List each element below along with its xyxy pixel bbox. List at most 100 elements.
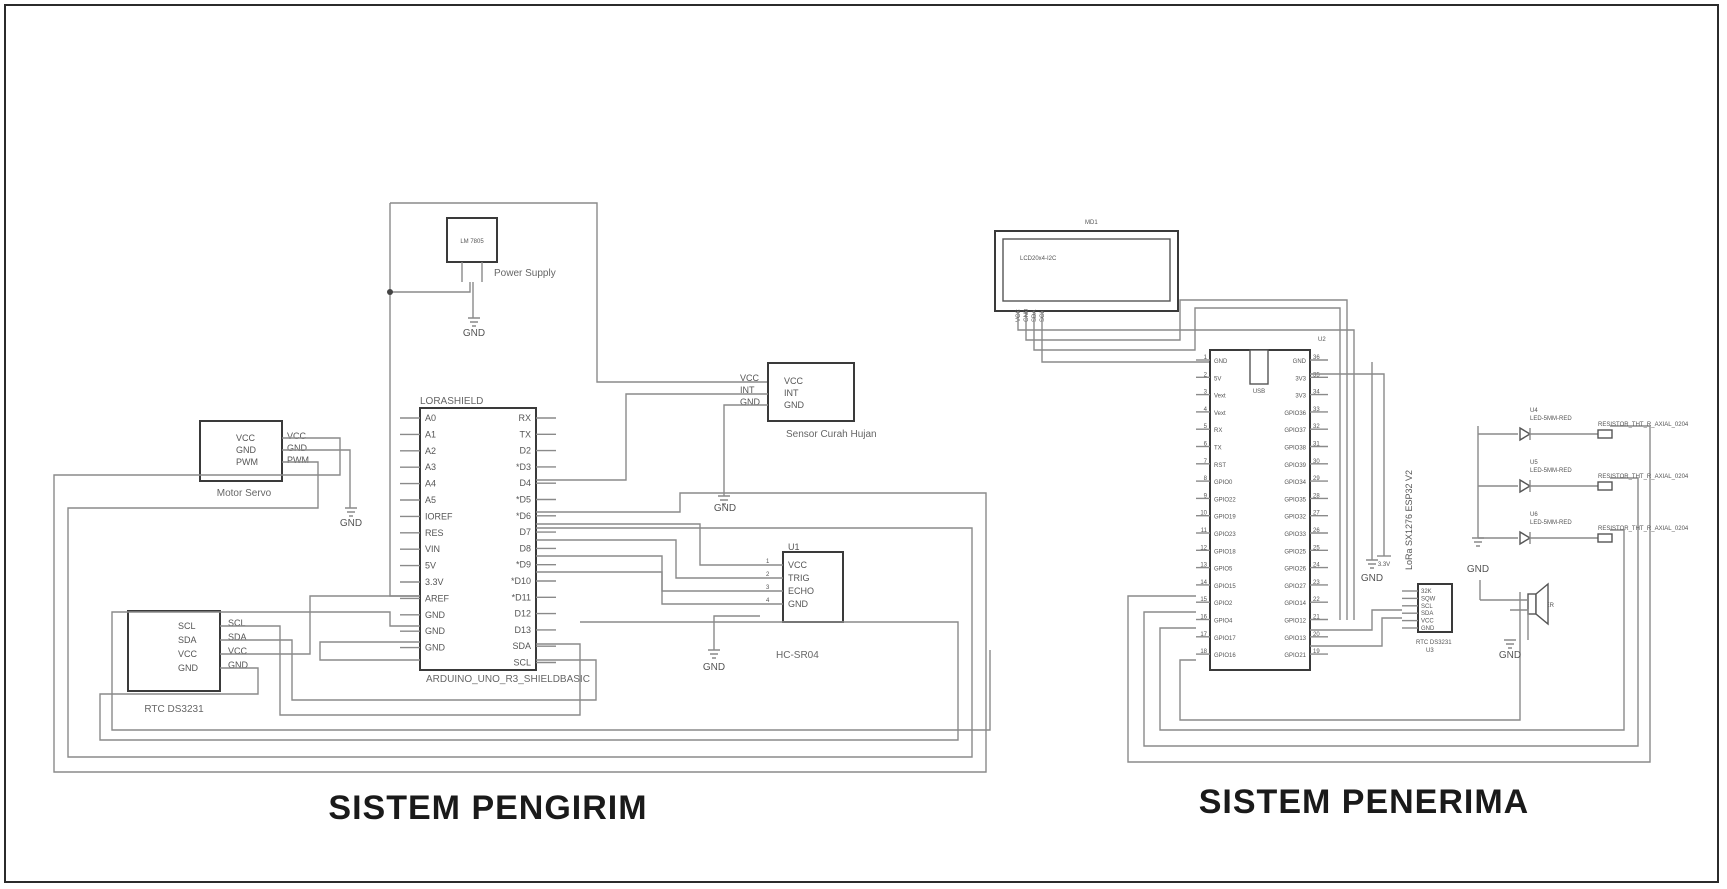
mcu-left-pin: GPIO2 bbox=[1214, 601, 1233, 607]
shield-right-pin: D7 bbox=[519, 527, 531, 537]
shield-right-pin: *D11 bbox=[512, 592, 531, 602]
mcu-right-pin-number: 29 bbox=[1313, 476, 1320, 482]
mcu-left-pin-number: 6 bbox=[1204, 442, 1208, 448]
mcu-left-pin-number: 2 bbox=[1204, 372, 1208, 378]
mcu-right-pin-number: 33 bbox=[1313, 407, 1320, 413]
mcu-right-pin-number: 35 bbox=[1313, 372, 1320, 378]
resistor-icon bbox=[1597, 533, 1613, 543]
mcu-left-pin-number: 1 bbox=[1204, 355, 1208, 361]
led-group: GND U4LED-5MM-REDRESISTOR_THT_R_AXIAL_02… bbox=[1467, 408, 1689, 575]
mcu-left-pin: RX bbox=[1214, 428, 1222, 434]
buzzer: U9 BUZZER GND bbox=[1479, 580, 1555, 661]
mcu-left-pin-number: 15 bbox=[1200, 597, 1207, 603]
v33-label: 3.3V bbox=[1378, 562, 1390, 568]
shield-right-pin: *D9 bbox=[516, 560, 531, 570]
mcu-right-pin: GPIO35 bbox=[1284, 497, 1306, 503]
mcu-left-pin-number: 9 bbox=[1204, 493, 1208, 499]
power-supply: LM 7805 Power Supply GND bbox=[446, 217, 556, 339]
shield-right-pin: D13 bbox=[514, 625, 531, 635]
rtc-wire-label: SCL bbox=[228, 618, 246, 628]
rain-sensor-label: Sensor Curah Hujan bbox=[786, 429, 877, 440]
mcu-left-pin-number: 16 bbox=[1200, 615, 1207, 621]
hc-pin: ECHO bbox=[788, 586, 814, 596]
mcu-right-pin: GPIO38 bbox=[1284, 446, 1306, 452]
diagram-frame bbox=[4, 4, 1719, 883]
shield-footer: ARDUINO_UNO_R3_SHIELDBASIC bbox=[426, 674, 590, 685]
rain-pin: GND bbox=[784, 400, 805, 410]
mcu-left-pin: GND bbox=[1214, 359, 1228, 365]
led-ref: U6 bbox=[1530, 512, 1538, 518]
title-receiver: SISTEM PENERIMA bbox=[1199, 783, 1529, 821]
mcu-left-pin: GPIO18 bbox=[1214, 549, 1236, 555]
shield-right-pin: TX bbox=[519, 429, 531, 439]
led-icon bbox=[1519, 426, 1532, 442]
mcu-right-pin-number: 26 bbox=[1313, 528, 1320, 534]
rtc-wire-label: GND bbox=[228, 660, 249, 670]
shield-left-pin: GND bbox=[425, 626, 446, 636]
lcd-label: LCD20x4-I2C bbox=[1020, 256, 1057, 262]
hc-pin-number: 3 bbox=[766, 585, 770, 591]
mcu-left-pin-number: 4 bbox=[1204, 407, 1208, 413]
mcu-right-pin: GPIO36 bbox=[1284, 411, 1306, 417]
mcu-left-pin-number: 14 bbox=[1200, 580, 1207, 586]
shield-left-pin: A2 bbox=[425, 446, 436, 456]
mcu-right-pin: GPIO26 bbox=[1284, 567, 1306, 573]
mcu-right-pin-number: 20 bbox=[1313, 632, 1320, 638]
mcu-left-pin-number: 8 bbox=[1204, 476, 1208, 482]
mcu-right-pin: GPIO34 bbox=[1284, 480, 1306, 486]
hc-ref: U1 bbox=[788, 542, 800, 552]
mcu-right-pin-number: 25 bbox=[1313, 545, 1320, 551]
lcd-pin: VCC bbox=[1016, 309, 1022, 322]
rrtc-pin: GND bbox=[1421, 626, 1435, 632]
rtc-pin: SDA bbox=[178, 635, 197, 645]
mcu-right-pin: GPIO21 bbox=[1284, 653, 1306, 659]
shield-right-pin: SCL bbox=[513, 658, 531, 668]
lcd-ref: MD1 bbox=[1085, 220, 1098, 226]
shield-left-pin: GND bbox=[425, 643, 446, 653]
rrtc-pin: 32K bbox=[1421, 589, 1432, 595]
mcu-left-pin-number: 13 bbox=[1200, 563, 1207, 569]
mcu-left-pin-number: 12 bbox=[1200, 545, 1207, 551]
hc-pin-number: 2 bbox=[766, 572, 770, 578]
shield-left-pin: RES bbox=[425, 528, 444, 538]
led-label: LED-5MM-RED bbox=[1530, 416, 1572, 422]
led-label: LED-5MM-RED bbox=[1530, 520, 1572, 526]
shield-right-pin: *D6 bbox=[516, 511, 531, 521]
mcu-right-pin-number: 27 bbox=[1313, 511, 1320, 517]
shield-left-pin: A1 bbox=[425, 429, 436, 439]
power-supply-label: Power Supply bbox=[494, 268, 556, 279]
rain-pin: VCC bbox=[784, 376, 804, 386]
mcu-right-pin-number: 21 bbox=[1313, 615, 1320, 621]
mcu-left-pin: RST bbox=[1214, 463, 1226, 469]
hc-gnd-label: GND bbox=[703, 662, 725, 673]
mcu-right-pin-number: 24 bbox=[1313, 563, 1320, 569]
mcu-left-pin-number: 5 bbox=[1204, 424, 1208, 430]
mcu-left-pin: GPIO19 bbox=[1214, 515, 1236, 521]
shield-right-pin: *D5 bbox=[516, 495, 531, 505]
mcu-right-pin-number: 22 bbox=[1313, 597, 1320, 603]
rtc-label: RTC DS3231 bbox=[144, 704, 204, 715]
buzzer-gnd-label: GND bbox=[1499, 650, 1521, 661]
mcu-left-pin-number: 11 bbox=[1201, 528, 1208, 534]
rtc-pin: GND bbox=[178, 663, 199, 673]
servo-wire-label: GND bbox=[287, 443, 308, 453]
mcu-left-pin: GPIO23 bbox=[1214, 532, 1236, 538]
shield-right-pin: *D10 bbox=[511, 576, 531, 586]
led-icon bbox=[1519, 478, 1532, 494]
mcu-right-pin-number: 32 bbox=[1313, 424, 1320, 430]
mcu-right-pin: GPIO32 bbox=[1284, 515, 1306, 521]
mcu-left-pin: GPIO22 bbox=[1214, 497, 1236, 503]
servo-pin: VCC bbox=[236, 433, 256, 443]
mcu-right-pin: GPIO25 bbox=[1284, 549, 1306, 555]
mcu-left-pin: GPIO15 bbox=[1214, 584, 1236, 590]
hc-pin: VCC bbox=[788, 560, 808, 570]
mcu-right-pin: GPIO13 bbox=[1284, 636, 1306, 642]
